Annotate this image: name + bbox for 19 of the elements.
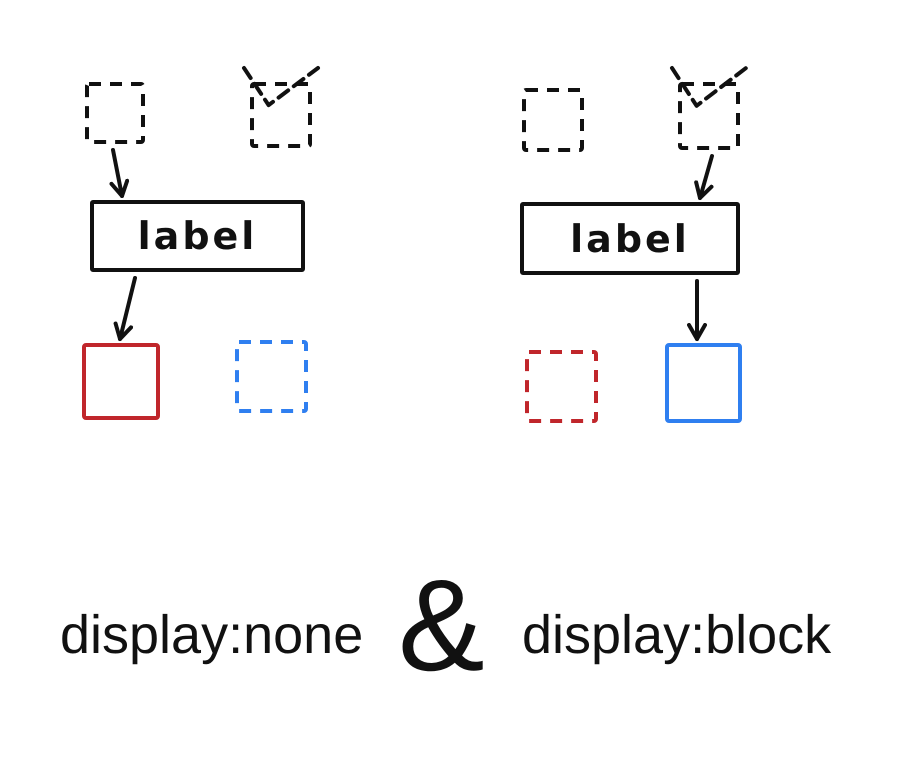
label-box <box>520 202 740 275</box>
arrow <box>114 276 137 341</box>
arrow <box>687 279 707 341</box>
solid-box <box>82 343 160 420</box>
dashed-box <box>522 88 584 152</box>
checked-box <box>242 66 320 148</box>
arrow <box>109 148 130 198</box>
dashed-box <box>235 340 308 413</box>
solid-box <box>665 343 742 423</box>
arrow <box>694 154 714 200</box>
label-box <box>90 200 305 272</box>
dashed-box <box>85 82 145 144</box>
dashed-box <box>525 350 598 423</box>
caption-text: display:block <box>522 608 832 662</box>
ampersand: & <box>398 560 485 690</box>
box-label: label <box>138 214 258 258</box>
box-label: label <box>570 216 690 260</box>
caption-text: display:none <box>60 608 364 662</box>
checked-box <box>670 66 748 150</box>
